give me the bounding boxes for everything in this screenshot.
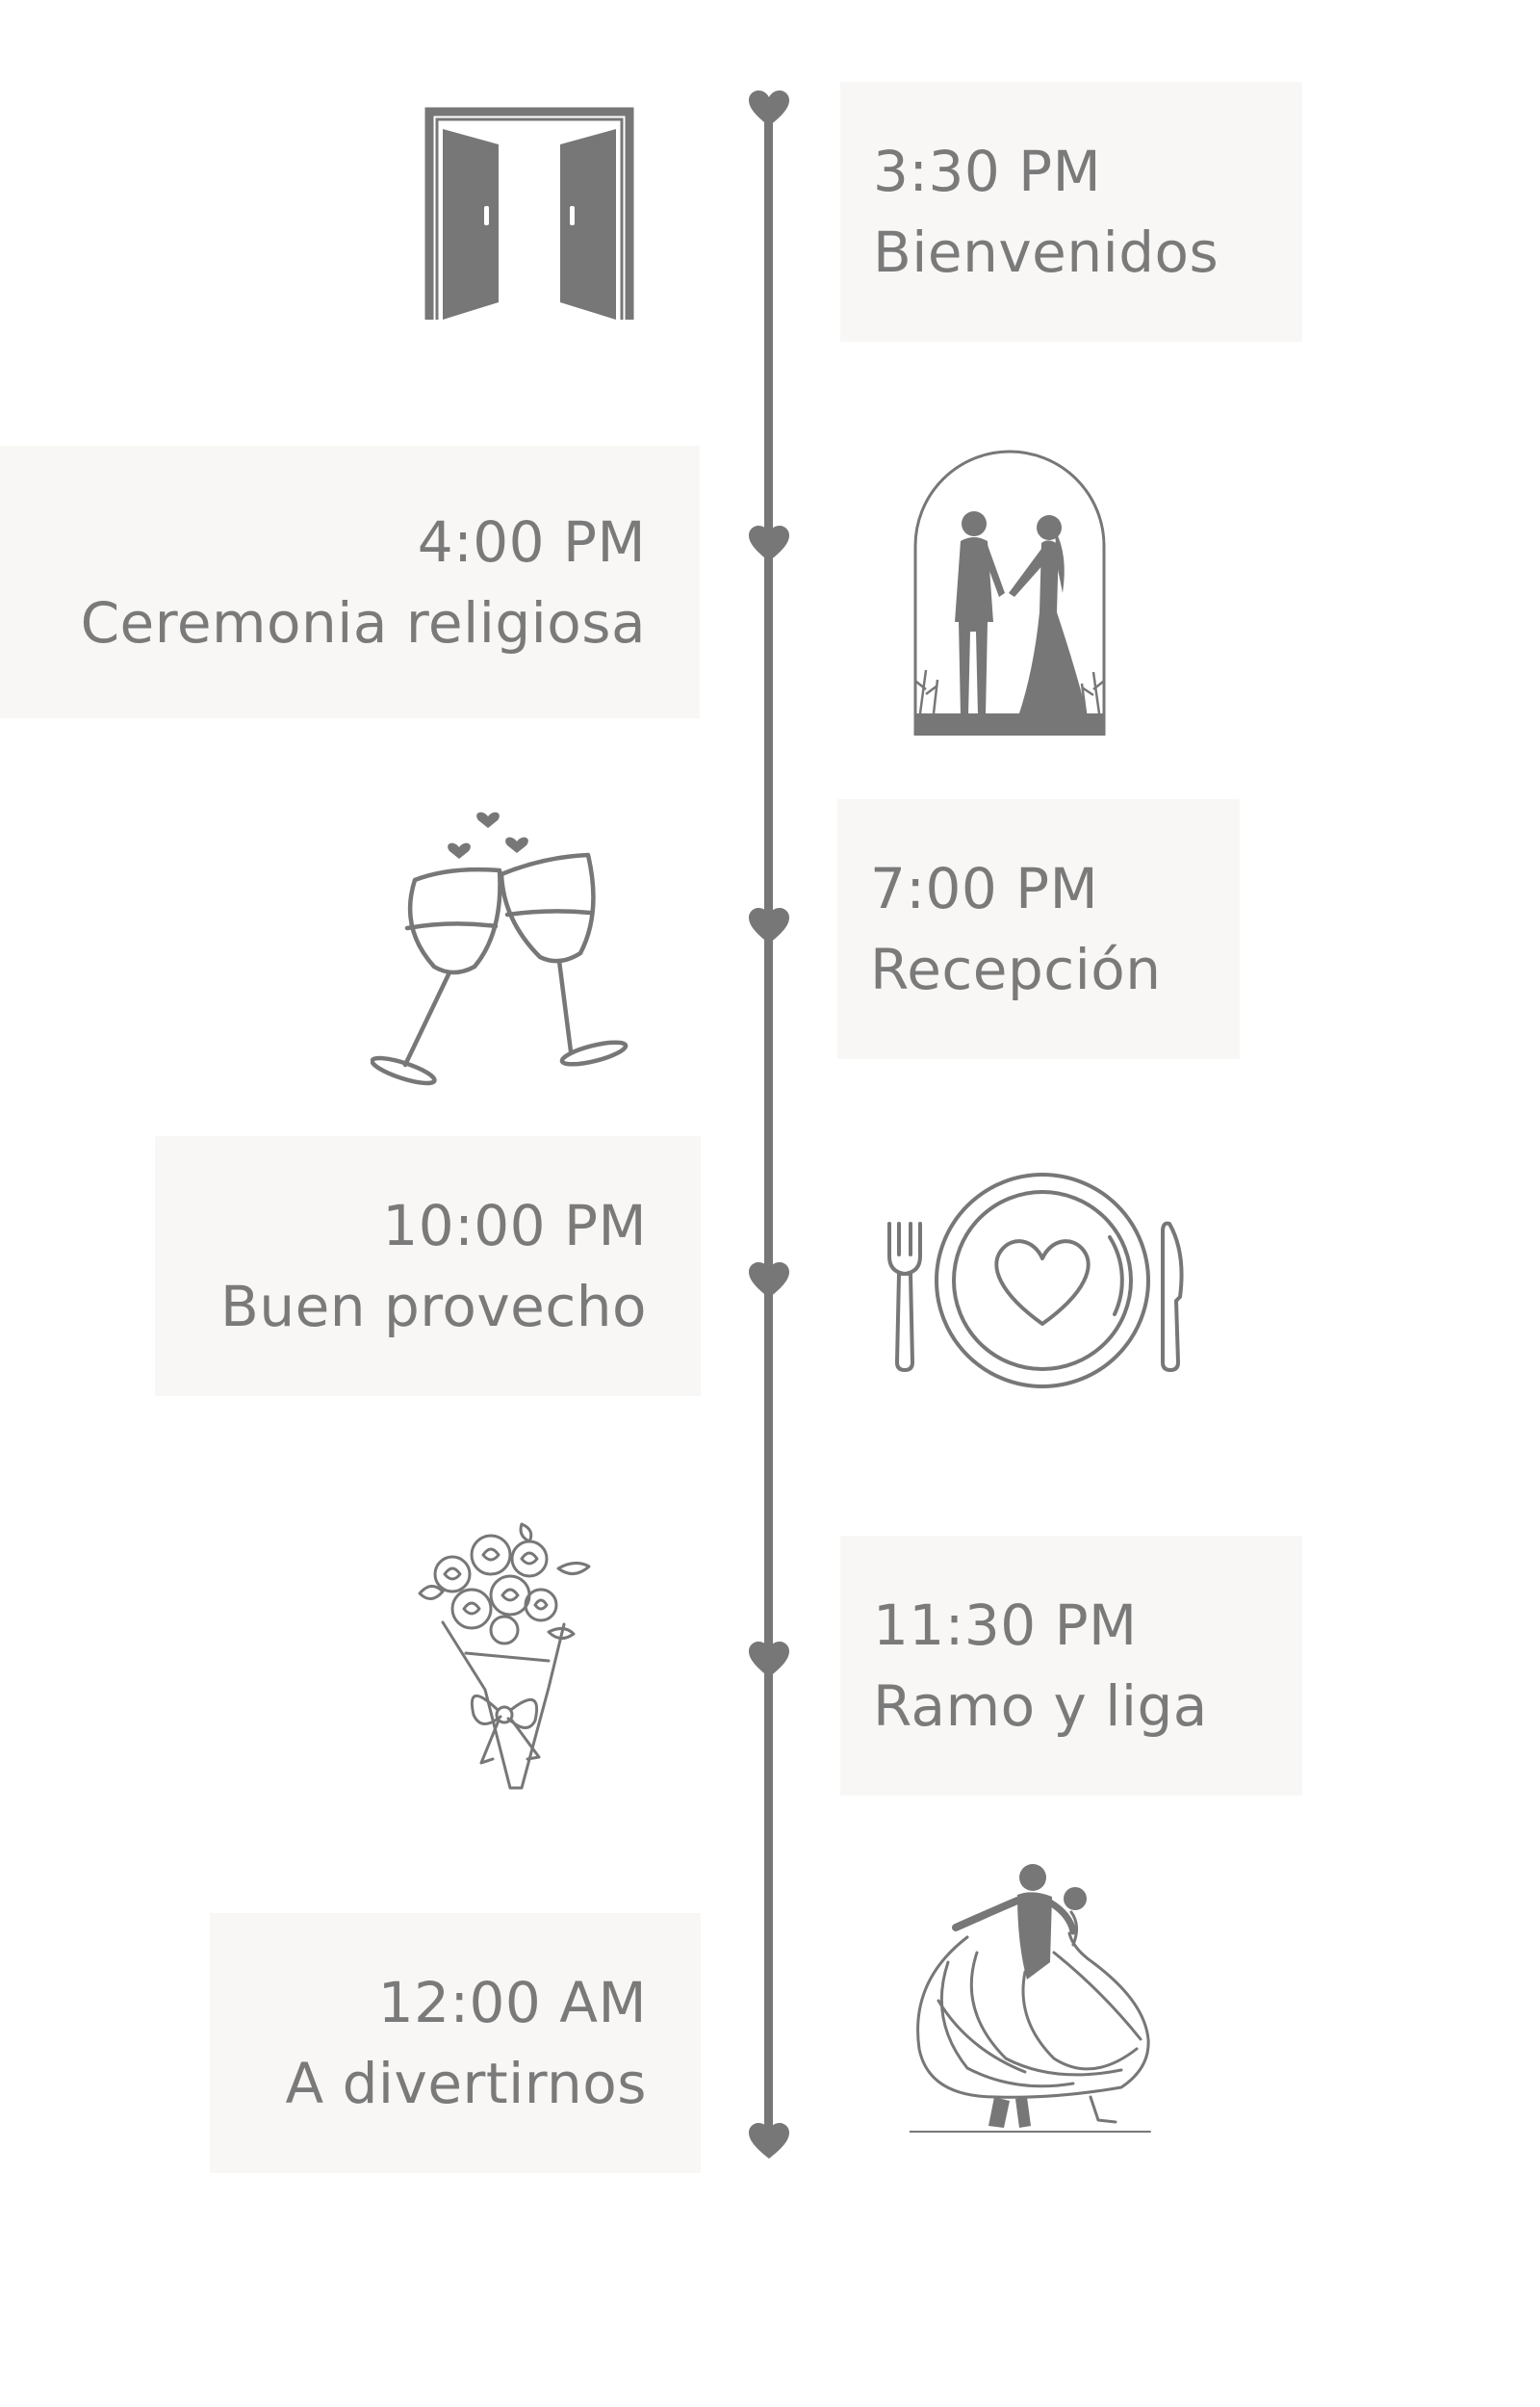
open-doors-icon [424,106,635,323]
event-title: Recepción [870,937,1162,1002]
event-time: 10:00 PM [382,1193,647,1258]
bouquet-icon [404,1516,597,1791]
event-card-dinner: 10:00 PM Buen provecho [155,1136,701,1396]
event-card-welcome: 3:30 PM Bienvenidos [840,82,1302,342]
event-title: Buen provecho [220,1274,647,1339]
event-time: 12:00 AM [377,1970,647,2035]
heart-marker-icon [749,1642,789,1677]
event-time: 7:00 PM [870,856,1099,921]
event-time: 11:30 PM [873,1592,1138,1658]
event-title: A divertirnos [285,2051,647,2116]
event-title: Ramo y liga [873,1673,1208,1739]
heart-marker-icon [749,1262,789,1298]
dancing-couple-icon [910,1856,1160,2135]
heart-marker-icon [749,908,789,944]
heart-marker-icon [749,526,789,561]
couple-arch-icon [912,449,1107,738]
timeline-line [764,106,773,2147]
event-title: Ceremonia religiosa [80,589,646,656]
plate-heart-icon [886,1170,1194,1391]
event-card-party: 12:00 AM A divertirnos [210,1913,701,2173]
heart-marker-icon [749,91,789,126]
event-card-bouquet: 11:30 PM Ramo y liga [840,1536,1302,1796]
heart-marker-icon [749,2123,789,2159]
event-card-ceremony: 4:00 PM Ceremonia religiosa [0,446,700,718]
event-time: 3:30 PM [873,139,1102,204]
event-title: Bienvenidos [873,220,1219,285]
event-card-reception: 7:00 PM Recepción [837,799,1240,1059]
event-time: 4:00 PM [417,508,646,575]
champagne-toast-icon [371,807,635,1086]
